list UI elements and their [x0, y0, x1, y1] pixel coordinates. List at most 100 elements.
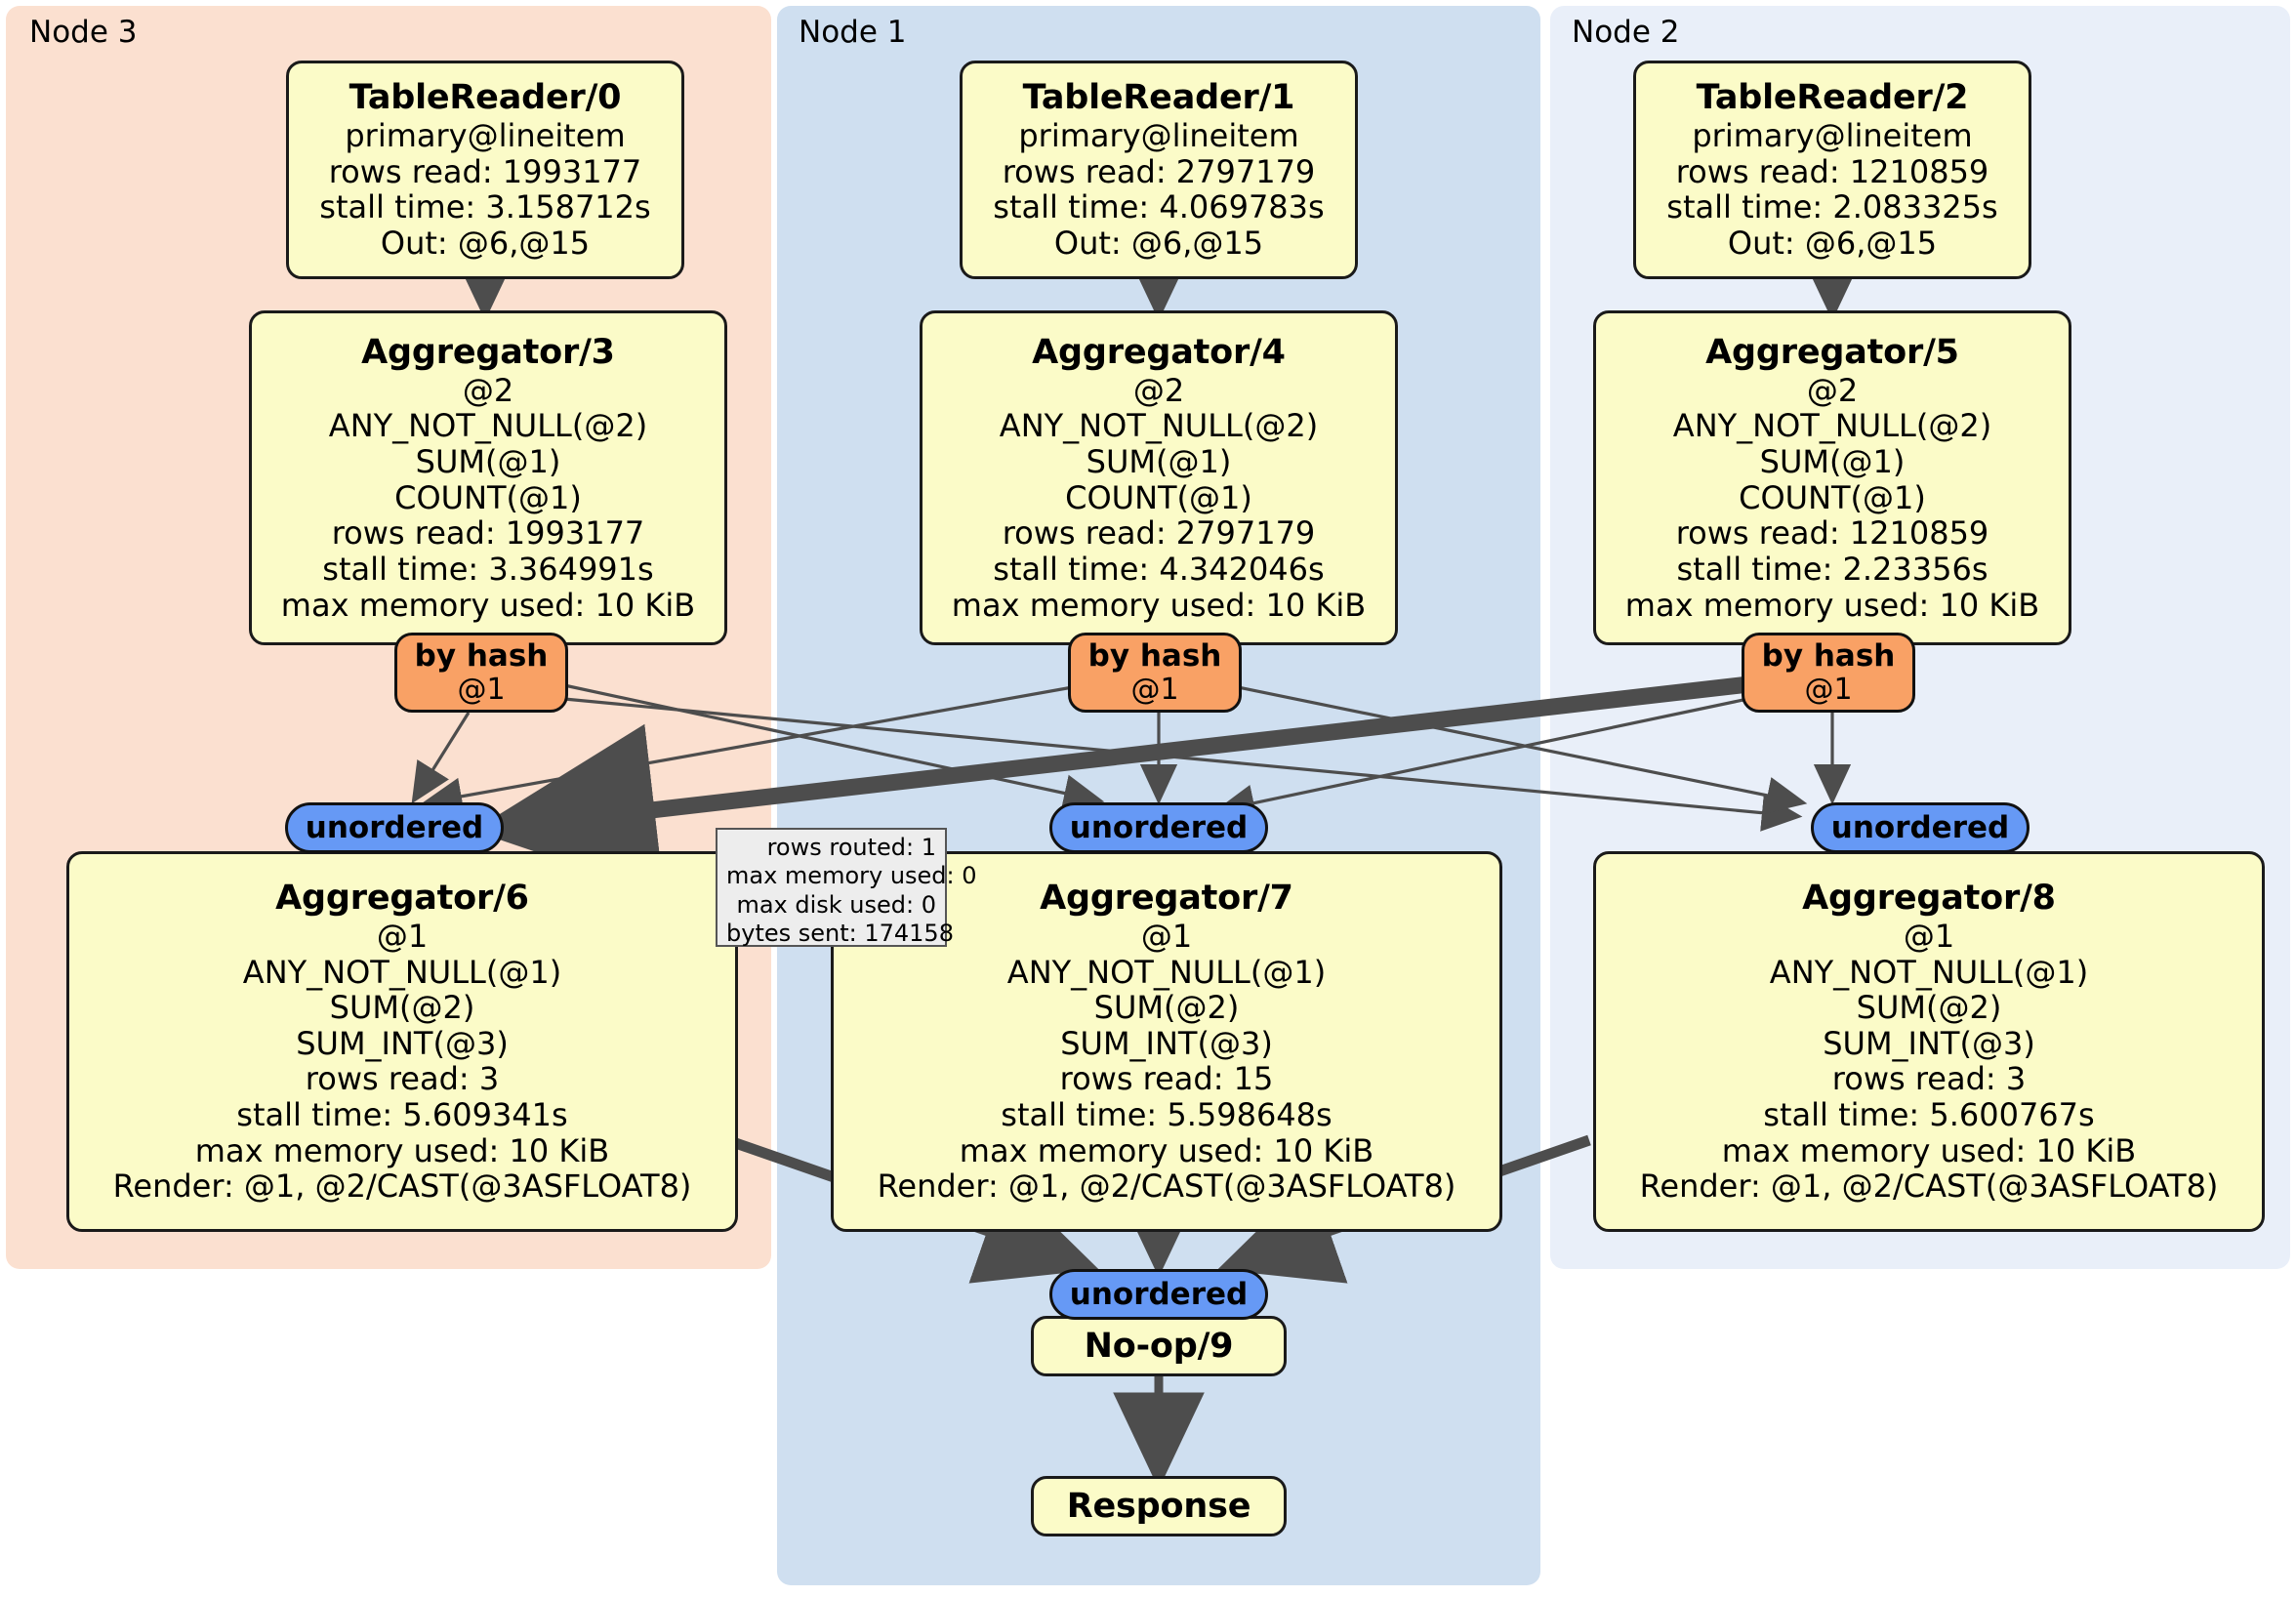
router-by-hash-node3[interactable]: by hash @1	[394, 633, 568, 713]
node-line: primary@lineitem	[345, 117, 626, 155]
node-line: SUM(@2)	[329, 989, 475, 1027]
node-aggregator-8[interactable]: Aggregator/8 @1 ANY_NOT_NULL(@1) SUM(@2)…	[1593, 851, 2265, 1232]
router-label: by hash	[414, 638, 549, 675]
node-line: stall time: 5.600767s	[1763, 1096, 2095, 1134]
node-aggregator-4[interactable]: Aggregator/4 @2 ANY_NOT_NULL(@2) SUM(@1)…	[920, 310, 1398, 645]
node-tablereader-0[interactable]: TableReader/0 primary@lineitem rows read…	[286, 61, 684, 279]
sync-label: unordered	[1069, 809, 1249, 845]
node-line: rows read: 2797179	[1002, 514, 1316, 553]
node-line: ANY_NOT_NULL(@1)	[1006, 953, 1327, 991]
router-label: by hash	[1087, 638, 1222, 675]
node-line: @2	[462, 371, 514, 409]
node-line: rows read: 2797179	[1002, 152, 1316, 190]
node-line: max memory used: 10 KiB	[959, 1131, 1374, 1169]
node-line: rows read: 15	[1059, 1060, 1274, 1098]
node-line: max memory used: 10 KiB	[280, 586, 696, 624]
node-line: rows read: 1993177	[328, 152, 642, 190]
node-line: stall time: 3.158712s	[319, 188, 651, 226]
router-column: @1	[1804, 672, 1853, 707]
router-by-hash-node2[interactable]: by hash @1	[1742, 633, 1915, 713]
sync-label: unordered	[1830, 809, 2010, 845]
node-line: Out: @6,@15	[380, 225, 591, 263]
sync-unordered-node2[interactable]: unordered	[1811, 802, 2030, 853]
node-line: ANY_NOT_NULL(@2)	[999, 407, 1319, 445]
router-by-hash-node1[interactable]: by hash @1	[1068, 633, 1242, 713]
cluster-label-node-3: Node 3	[29, 15, 138, 50]
node-line: max memory used: 10 KiB	[951, 586, 1367, 624]
node-title: Response	[1066, 1486, 1251, 1526]
cluster-label-node-2: Node 2	[1572, 15, 1680, 50]
node-aggregator-6[interactable]: Aggregator/6 @1 ANY_NOT_NULL(@1) SUM(@2)…	[66, 851, 738, 1232]
node-line: Out: @6,@15	[1727, 225, 1938, 263]
sync-label: unordered	[1069, 1276, 1249, 1312]
node-line: @1	[1903, 917, 1955, 955]
router-column: @1	[1130, 672, 1179, 707]
node-line: ANY_NOT_NULL(@2)	[328, 407, 648, 445]
node-response[interactable]: Response	[1031, 1476, 1287, 1536]
node-line: ANY_NOT_NULL(@1)	[1769, 953, 2089, 991]
node-line: @1	[1140, 917, 1193, 955]
node-line: SUM(@2)	[1093, 989, 1240, 1027]
node-title: No-op/9	[1084, 1326, 1234, 1366]
node-line: Render: @1, @2/CAST(@3ASFLOAT8)	[1639, 1167, 2219, 1206]
node-line: rows read: 3	[305, 1060, 500, 1098]
node-line: rows read: 1210859	[1675, 152, 1989, 190]
node-line: SUM_INT(@3)	[1060, 1024, 1273, 1062]
node-line: Out: @6,@15	[1053, 225, 1264, 263]
sync-label: unordered	[305, 809, 484, 845]
sync-unordered-node1[interactable]: unordered	[1049, 802, 1268, 853]
node-tablereader-1[interactable]: TableReader/1 primary@lineitem rows read…	[960, 61, 1358, 279]
node-line: stall time: 2.23356s	[1676, 550, 1988, 588]
node-no-op-9[interactable]: No-op/9	[1031, 1316, 1287, 1376]
node-title: Aggregator/8	[1802, 879, 2056, 919]
node-line: rows read: 1993177	[331, 514, 645, 553]
node-line: @1	[376, 917, 429, 955]
node-line: COUNT(@1)	[394, 478, 582, 516]
node-line: stall time: 5.598648s	[1001, 1096, 1332, 1134]
node-line: stall time: 5.609341s	[236, 1096, 568, 1134]
node-line: SUM_INT(@3)	[296, 1024, 509, 1062]
node-line: max memory used: 10 KiB	[1624, 586, 2040, 624]
node-line: rows read: 3	[1831, 1060, 2027, 1098]
router-label: by hash	[1761, 638, 1896, 675]
node-line: SUM(@1)	[415, 443, 561, 481]
tooltip-line: rows routed: 1	[766, 834, 936, 861]
node-title: TableReader/1	[1022, 78, 1295, 118]
node-line: max memory used: 10 KiB	[194, 1131, 610, 1169]
node-line: max memory used: 10 KiB	[1721, 1131, 2137, 1169]
node-aggregator-3[interactable]: Aggregator/3 @2 ANY_NOT_NULL(@2) SUM(@1)…	[249, 310, 727, 645]
node-line: Render: @1, @2/CAST(@3ASFLOAT8)	[112, 1167, 692, 1206]
node-line: SUM(@1)	[1086, 443, 1232, 481]
node-line: ANY_NOT_NULL(@2)	[1672, 407, 1992, 445]
node-line: COUNT(@1)	[1065, 478, 1252, 516]
node-line: stall time: 4.342046s	[993, 550, 1325, 588]
node-title: Aggregator/4	[1032, 332, 1286, 372]
node-title: Aggregator/6	[275, 879, 529, 919]
tooltip-line: max disk used: 0	[736, 890, 936, 919]
node-line: rows read: 1210859	[1675, 514, 1989, 553]
node-title: Aggregator/3	[361, 332, 615, 372]
node-line: COUNT(@1)	[1739, 478, 1926, 516]
router-column: @1	[457, 672, 506, 707]
node-tablereader-2[interactable]: TableReader/2 primary@lineitem rows read…	[1633, 61, 2031, 279]
node-line: SUM(@2)	[1856, 989, 2002, 1027]
sync-unordered-node3[interactable]: unordered	[285, 802, 504, 853]
node-line: stall time: 3.364991s	[322, 550, 654, 588]
sync-unordered-final[interactable]: unordered	[1049, 1269, 1268, 1320]
node-line: primary@lineitem	[1692, 117, 1973, 155]
node-aggregator-5[interactable]: Aggregator/5 @2 ANY_NOT_NULL(@2) SUM(@1)…	[1593, 310, 2071, 645]
node-line: @2	[1132, 371, 1185, 409]
node-title: Aggregator/7	[1040, 879, 1293, 919]
node-title: Aggregator/5	[1705, 332, 1959, 372]
tooltip-line: max memory used: 0	[726, 862, 977, 890]
node-line: ANY_NOT_NULL(@1)	[242, 953, 562, 991]
node-line: stall time: 2.083325s	[1666, 188, 1998, 226]
edge-stats-tooltip: rows routed: 1 max memory used: 0 max di…	[716, 828, 977, 947]
node-line: stall time: 4.069783s	[993, 188, 1325, 226]
node-line: Render: @1, @2/CAST(@3ASFLOAT8)	[877, 1167, 1456, 1206]
node-line: @2	[1806, 371, 1859, 409]
node-line: SUM(@1)	[1759, 443, 1906, 481]
node-title: TableReader/2	[1696, 78, 1969, 118]
node-title: TableReader/0	[348, 78, 622, 118]
node-line: SUM_INT(@3)	[1823, 1024, 2035, 1062]
